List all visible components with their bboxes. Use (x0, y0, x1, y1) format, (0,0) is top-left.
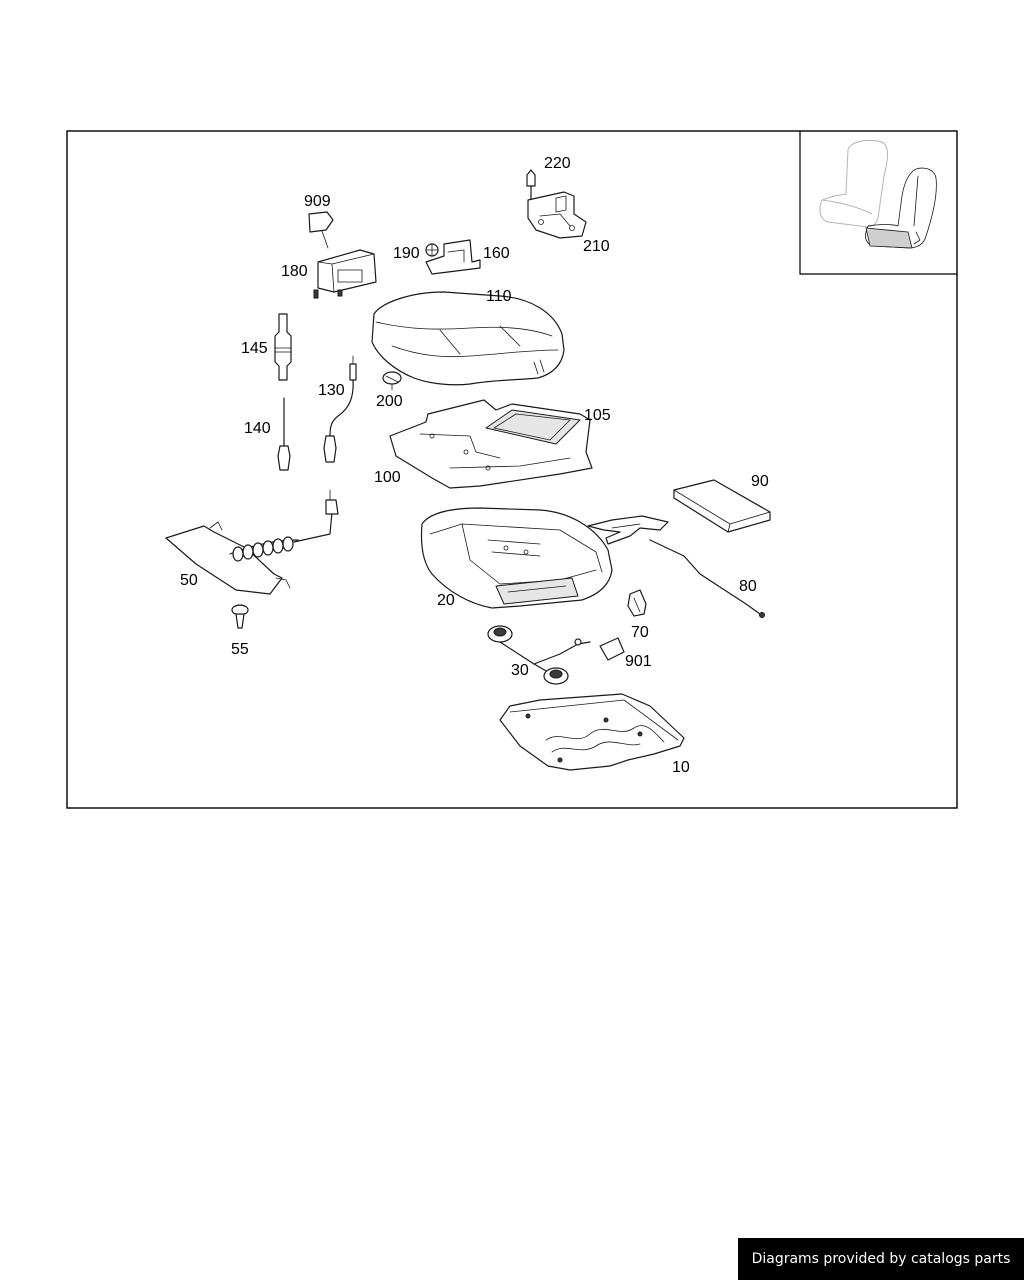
callout-145: 145 (241, 340, 268, 357)
callout-140: 140 (244, 420, 271, 437)
callout-160: 160 (483, 245, 510, 262)
diagram-frame (66, 130, 958, 809)
callout-100: 100 (374, 469, 401, 486)
part-20-seat-frame[interactable] (420, 507, 613, 609)
callout-190: 190 (393, 245, 420, 262)
part-180-control-unit[interactable] (313, 249, 377, 299)
callout-909: 909 (304, 193, 331, 210)
part-110-seat-cushion[interactable] (371, 291, 565, 386)
part-160-bracket[interactable] (425, 239, 481, 275)
part-100-seat-heater-mat[interactable] (389, 399, 593, 489)
part-130-cable[interactable] (323, 355, 357, 463)
callout-50: 50 (180, 572, 198, 589)
front-seat-location-icon (819, 139, 937, 249)
credit-badge: Diagrams provided by catalogs parts (738, 1238, 1024, 1280)
callout-200: 200 (376, 393, 403, 410)
inset-frame (799, 131, 957, 275)
part-200-clip[interactable] (382, 371, 402, 391)
part-90-foam-pad[interactable] (673, 479, 771, 533)
part-190-bolt[interactable] (425, 243, 439, 257)
callout-110: 110 (486, 288, 512, 305)
callout-20: 20 (437, 592, 455, 609)
callout-220: 220 (544, 155, 571, 172)
part-140-rod[interactable] (277, 397, 291, 471)
callout-210: 210 (583, 238, 610, 255)
callout-10: 10 (672, 759, 690, 776)
part-901-label-tag[interactable] (599, 637, 625, 661)
callout-55: 55 (231, 641, 249, 658)
callout-130: 130 (318, 382, 345, 399)
callout-901: 901 (625, 653, 652, 670)
callout-90: 90 (751, 473, 769, 490)
credit-text: Diagrams provided by catalogs parts (751, 1251, 1011, 1267)
part-10-seat-pan[interactable] (499, 693, 685, 771)
part-50-side-trim[interactable] (165, 489, 339, 595)
part-30-grommet-harness[interactable] (487, 625, 591, 685)
part-909-label-tag[interactable] (308, 211, 334, 233)
part-55-clip[interactable] (231, 604, 249, 629)
part-105-heating-element[interactable] (485, 409, 581, 445)
seat-location-inset (799, 131, 957, 275)
part-145-sleeve[interactable] (274, 313, 292, 381)
callout-80: 80 (739, 578, 757, 595)
part-70-connector[interactable] (627, 589, 647, 617)
callout-30: 30 (511, 662, 529, 679)
callout-70: 70 (631, 624, 649, 641)
part-220-screw[interactable] (526, 169, 536, 201)
part-210-bracket[interactable] (527, 191, 587, 239)
callout-180: 180 (281, 263, 308, 280)
callout-105: 105 (584, 407, 611, 424)
part-80-occupancy-sensor[interactable] (587, 515, 765, 618)
